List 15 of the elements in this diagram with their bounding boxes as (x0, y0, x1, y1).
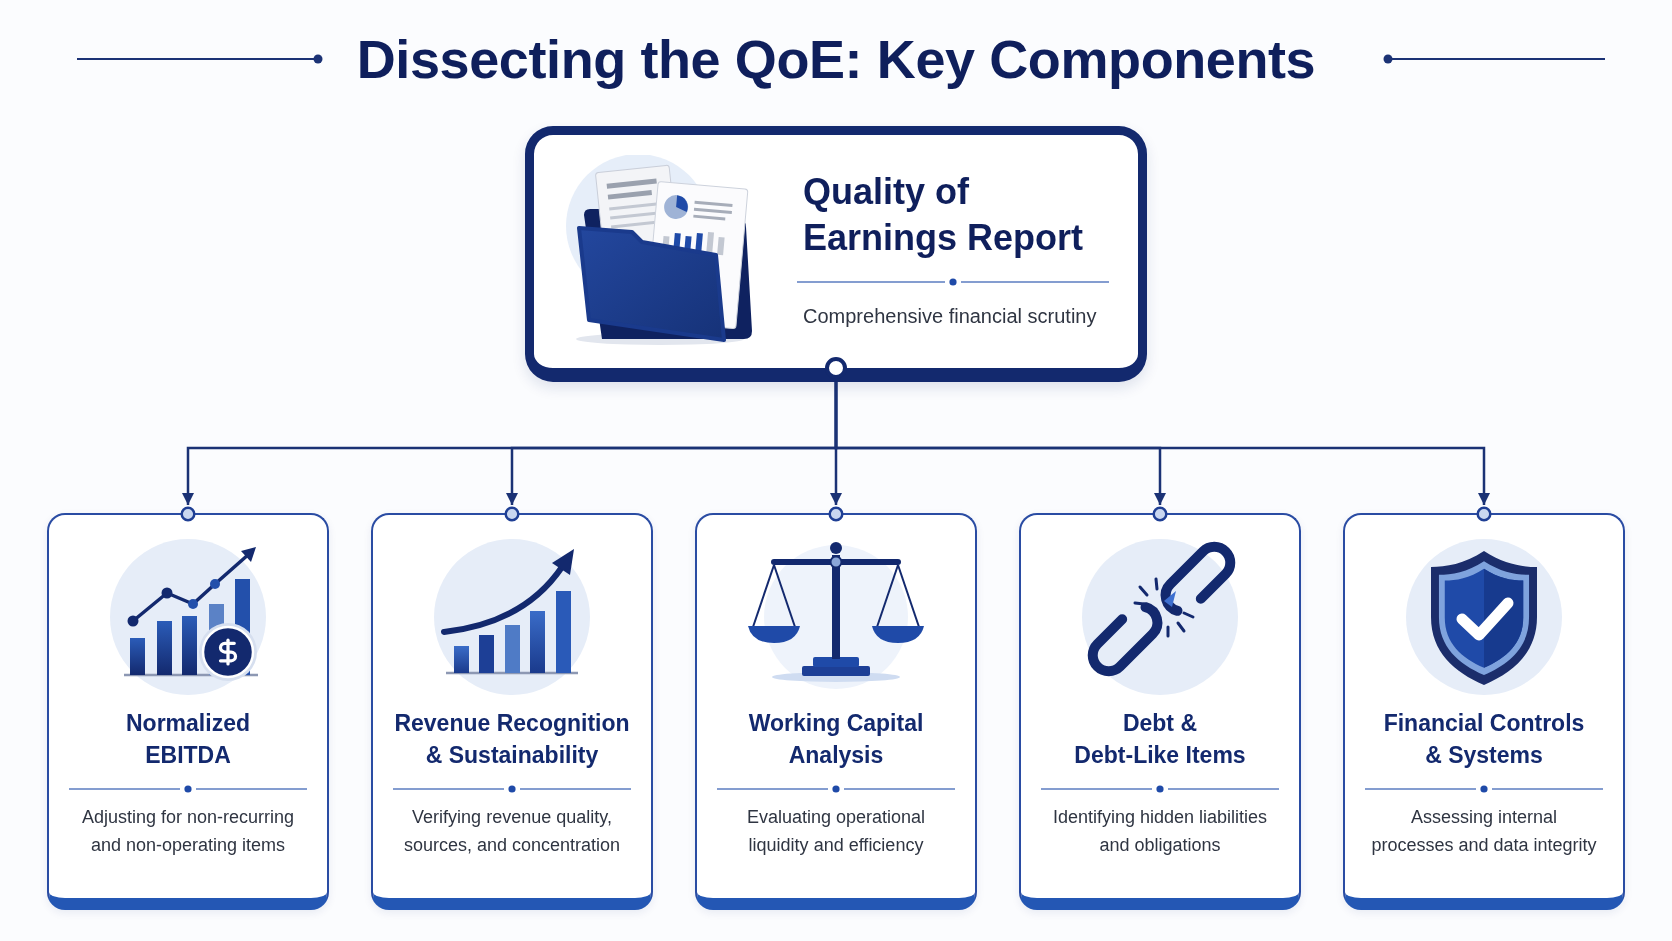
card-description: Evaluating operational liquidity and efficiency (745, 806, 927, 857)
card-heading: Revenue Recognition & Sustainability (393, 709, 631, 770)
card-description: Assessing internal processes and data integrity (1370, 806, 1598, 857)
card-description: Adjusting for non-recurring and non-operating items (80, 806, 296, 857)
card-description: Verifying revenue quality, sources, and concentration (402, 806, 622, 857)
card-description: Identifying hidden liabilities and obligations (1051, 806, 1269, 857)
arrow (834, 382, 1490, 505)
card-heading: Normalized EBITDA (125, 709, 251, 770)
card-heading: Working Capital Analysis (747, 709, 925, 770)
card-heading: Financial Controls & Systems (1382, 709, 1586, 770)
card-heading: Debt & Debt-Like Items (1073, 709, 1247, 770)
page-title: Dissecting the QoE: Key Components (356, 28, 1316, 91)
report-box (525, 126, 1147, 382)
box-heading: Quality of Earnings Report (803, 170, 1085, 260)
box-subtitle: Comprehensive financial scrutiny (803, 304, 1097, 329)
